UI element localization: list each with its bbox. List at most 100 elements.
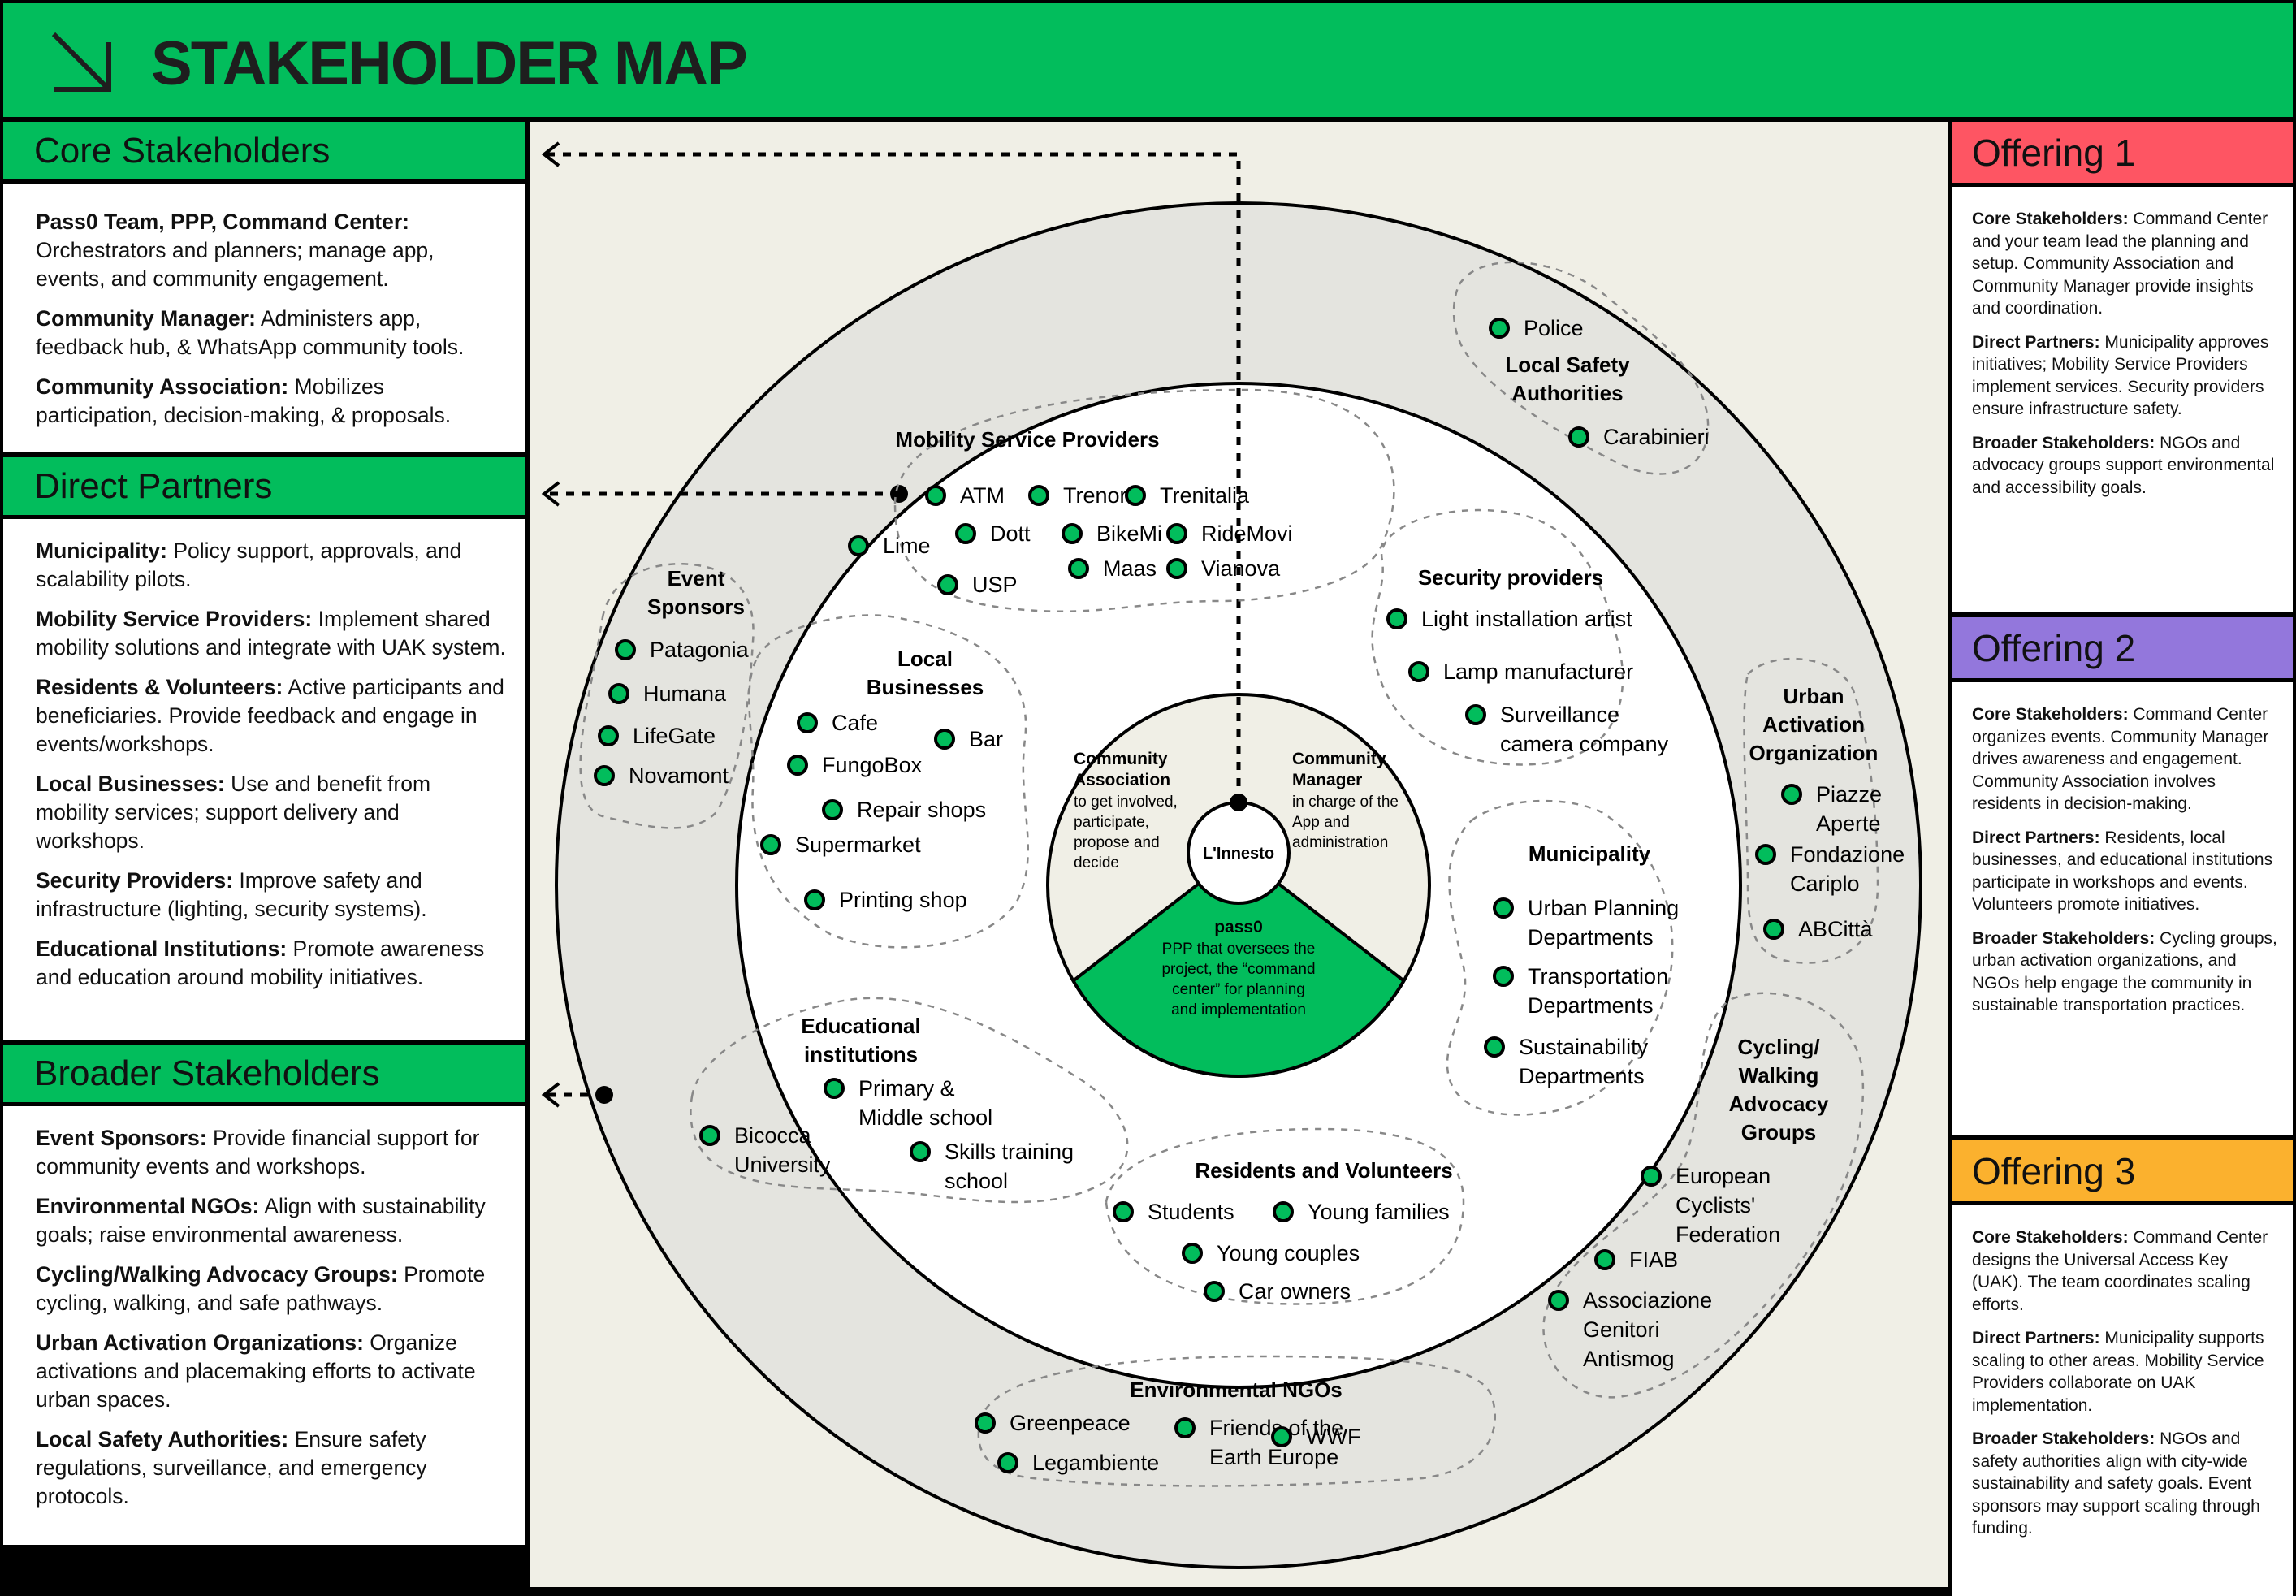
stakeholder-node-icon [1548,1290,1569,1311]
stakeholder-label: Greenpeace [1010,1411,1131,1435]
stakeholder-label: Car owners [1239,1279,1351,1304]
stakeholder-label: Transportation [1528,964,1668,988]
core-stakeholders-section: Core Stakeholders Pass0 Team, PPP, Comma… [3,122,525,452]
group-title: Residents and Volunteers [1195,1158,1452,1183]
stakeholder-node-icon [1568,426,1589,448]
stakeholder-label: Bar [969,727,1003,751]
stakeholder-label: Cariplo [1790,872,1860,896]
stakeholder-node-icon [1594,1249,1615,1270]
stakeholder-label: Surveillance [1500,703,1619,727]
group-title: Educational [801,1014,920,1038]
connector-lines [546,152,1241,1097]
stakeholder-node-icon [1781,784,1802,805]
stakeholder-node-icon [1182,1243,1203,1264]
cycling-outline [1542,992,1865,1399]
urban-group: UrbanActivationOrganizationPiazzeAperteF… [1749,684,1905,941]
stakeholder-node-icon [1204,1281,1225,1302]
description-item: Educational Institutions: Promote awaren… [36,936,485,989]
stakeholder-map-canvas: Community Association to get involved, p… [530,122,1948,1587]
stakeholder-label: Skills training [945,1140,1074,1164]
pass0-title: pass0 [1214,918,1263,936]
stakeholder-label: ATM [960,483,1005,508]
connector-arrowheads [541,141,560,1108]
stakeholder-node-icon [598,725,619,746]
stakeholder-node-icon [804,889,825,910]
pass0-desc: and implementation [1171,1001,1306,1019]
safety-outline [1452,261,1710,475]
broader-stakeholders-title: Broader Stakeholders [3,1045,525,1106]
community-association-segment: Community Association to get involved, p… [1074,750,1178,872]
stakeholder-node-icon [1408,661,1429,682]
description-item: Broader Stakeholders: NGOs and safety au… [1972,1429,2260,1538]
stakeholder-node-icon [797,712,818,733]
stakeholder-label: Vianova [1201,556,1281,581]
stakeholder-label: Antismog [1583,1347,1675,1371]
group-title: Groups [1741,1120,1816,1144]
stakeholder-label: European [1676,1164,1771,1188]
community-manager-segment: Community Manager in charge of the App a… [1292,750,1399,851]
stakeholder-label: Fondazione [1790,842,1905,867]
stakeholder-label: Young couples [1217,1241,1360,1265]
stakeholder-node-icon [937,574,958,595]
stakeholder-label: camera company [1500,732,1669,756]
offering-3-body: Core Stakeholders: Command Center design… [1952,1205,2293,1596]
stakeholder-label: Middle school [858,1105,992,1130]
stakeholder-node-icon [1489,318,1510,339]
stakeholder-node-icon [824,1078,845,1099]
stakeholder-label: Humana [643,681,727,706]
stakeholder-label: FIAB [1629,1248,1678,1272]
community-manager-desc: administration [1292,834,1388,851]
community-association-desc: decide [1074,854,1119,872]
stakeholder-label: Lime [883,534,931,558]
offerings-panel: Offering 1 Core Stakeholders: Command Ce… [1952,122,2293,1596]
arrow-left-icon [541,141,560,167]
description-item: Event Sponsors: Provide financial suppor… [36,1126,480,1179]
stakeholder-node-icon [1273,1201,1294,1222]
stakeholder-label: Cyclists' [1676,1193,1755,1218]
direct-partners-title: Direct Partners [3,457,525,519]
broader-stakeholders-section: Broader Stakeholders Event Sponsors: Pro… [3,1045,525,1545]
description-item: Urban Activation Organizations: Organize… [36,1330,476,1412]
stakeholder-node-icon [1763,919,1784,940]
stakeholder-label: University [734,1153,831,1177]
stakeholder-node-icon [1493,897,1514,919]
core-stakeholders-title: Core Stakeholders [3,122,525,184]
group-title: institutions [804,1042,918,1066]
stakeholder-node-icon [1493,966,1514,987]
stakeholder-node-icon [1166,558,1187,579]
description-item: Mobility Service Providers: Implement sh… [36,607,506,660]
urban-outline [1743,657,1879,964]
group-title: Security providers [1418,565,1603,590]
group-title: Activation [1762,712,1865,737]
stakeholder-label: Departments [1528,993,1654,1018]
community-manager-desc: App and [1292,814,1350,831]
group-title: Organization [1749,741,1879,765]
description-item: Community Manager: Administers app, feed… [36,306,465,359]
stakeholder-label: Trenitalia [1160,483,1250,508]
stakeholder-node-icon [615,639,636,660]
security-outline [1371,508,1624,766]
group-title: Cycling/ [1737,1035,1819,1059]
sponsors-outline [579,563,755,829]
direct-partners-body: Municipality: Policy support, approvals,… [3,519,525,1040]
stakeholder-label: Cafe [832,711,878,735]
offering-1-title: Offering 1 [1952,122,2293,187]
offering-2-card: Offering 2 Core Stakeholders: Command Ce… [1952,617,2293,1135]
group-title: Sponsors [647,595,745,619]
description-item: Direct Partners: Municipality supports s… [1972,1329,2264,1415]
description-item: Broader Stakeholders: NGOs and advocacy … [1972,433,2275,497]
description-item: Residents & Volunteers: Active participa… [36,675,504,756]
stakeholder-node-icon [1068,558,1089,579]
pass0-desc: PPP that oversees the [1162,941,1316,958]
description-item: Local Safety Authorities: Ensure safety … [36,1427,427,1508]
offering-2-title: Offering 2 [1952,617,2293,682]
stakeholder-label: Genitori [1583,1317,1660,1342]
stakeholder-label: school [945,1169,1008,1193]
stakeholder-label: LifeGate [633,724,716,748]
description-item: Pass0 Team, PPP, Command Center: Orchest… [36,210,435,291]
stakeholder-node-icon [699,1125,720,1146]
page-title: STAKEHOLDER MAP [151,29,748,98]
